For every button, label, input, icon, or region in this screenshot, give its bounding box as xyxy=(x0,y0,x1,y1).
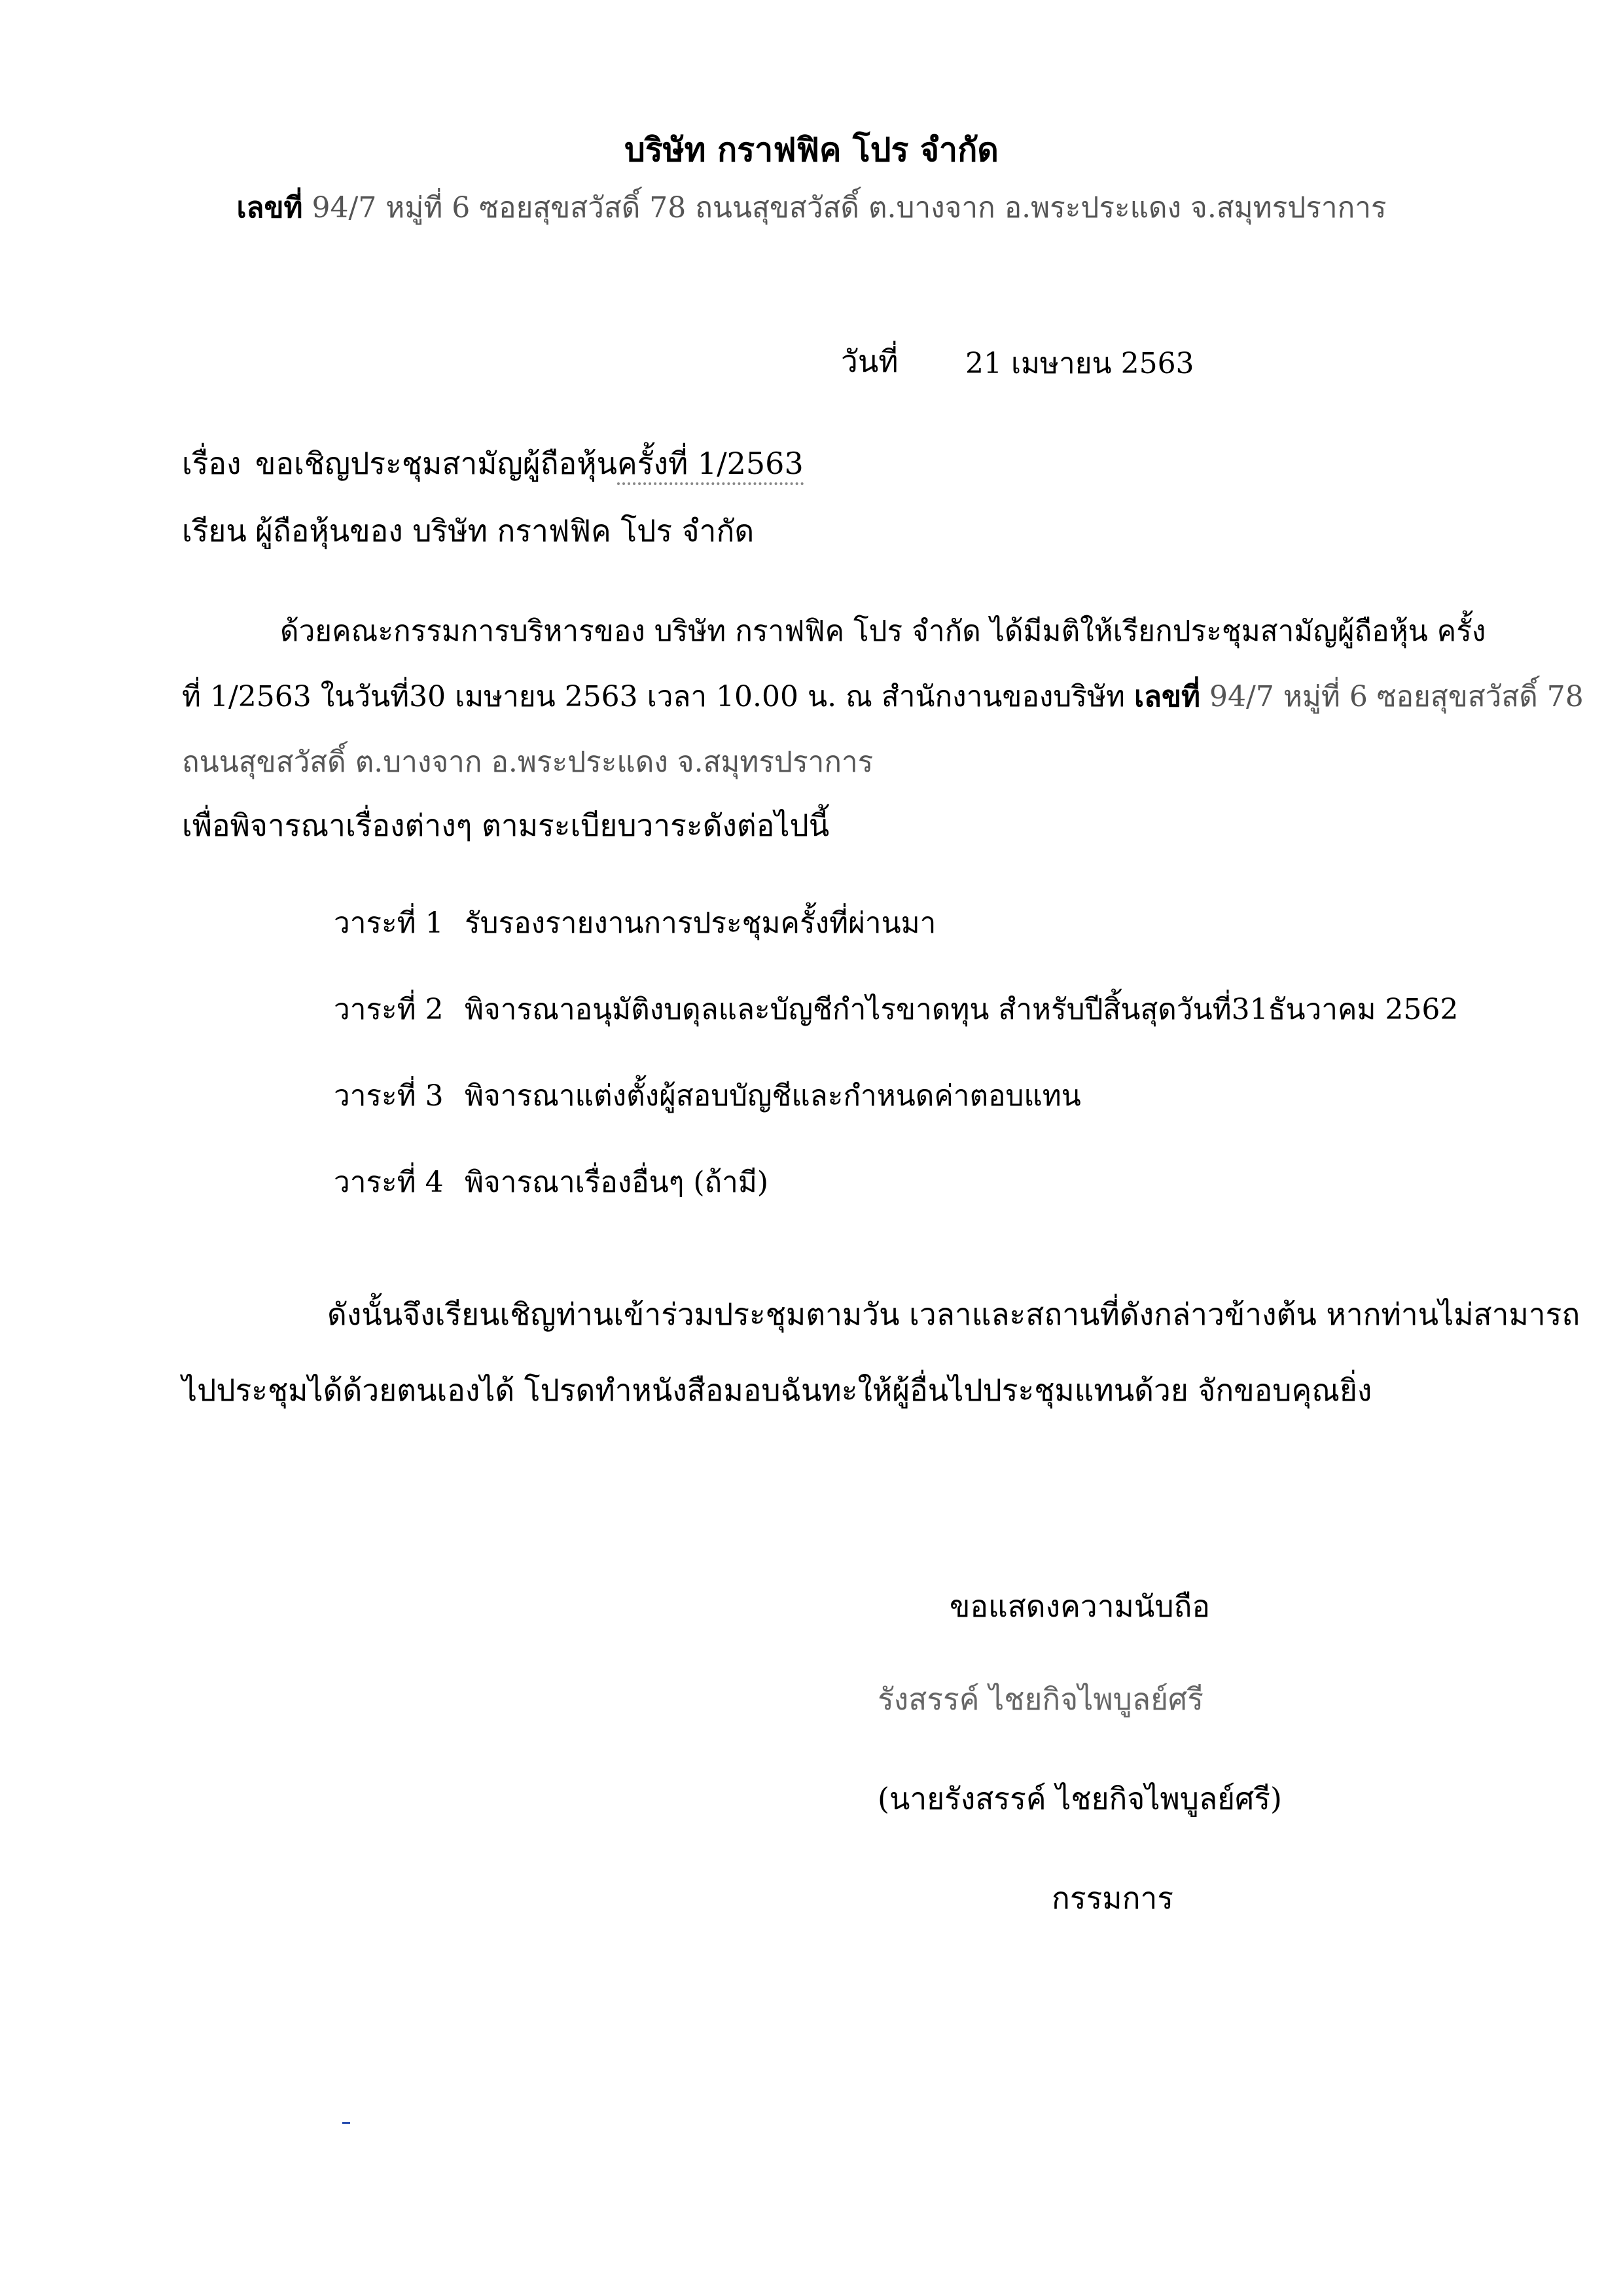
address-label: เลขที่ xyxy=(236,191,303,224)
closing-salutation: ขอแสดงความนับถือ xyxy=(949,1588,1210,1624)
agenda-text: พิจารณาแต่งตั้งผู้สอบบัญชีและกำหนดค่าตอบ… xyxy=(465,1079,1081,1113)
agenda-item: วาระที่ 4 พิจารณาเรื่องอื่นๆ (ถ้ามี) xyxy=(334,1159,1458,1246)
agenda-label: วาระที่ 2 xyxy=(334,993,444,1026)
stray-mark xyxy=(342,2122,350,2124)
address-text: 94/7 หมู่ที่ 6 ซอยสุขสวัสดิ์ 78 ถนนสุขสว… xyxy=(302,191,1387,224)
paragraph-line-part: ที่ 1/2563 ในวันที่30 เมษายน 2563 เวลา 1… xyxy=(182,680,1134,713)
agenda-item: วาระที่ 2 พิจารณาอนุมัติงบดุลและบัญชีกำไร… xyxy=(334,986,1458,1073)
signer-title: กรรมการ xyxy=(1052,1880,1173,1916)
subject-text: ขอเชิญประชุมสามัญผู้ถือหุ้นครั้งที่ 1/25… xyxy=(255,440,804,488)
agenda-text: รับรองรายงานการประชุมครั้งที่ผ่านมา xyxy=(465,906,936,940)
paragraph-line: ถนนสุขสวัสดิ์ ต.บางจาก อ.พระประแดง จ.สมุ… xyxy=(182,745,874,779)
invitation-paragraph: ดังนั้นจึงเรียนเชิญท่านเข้าร่วมประชุมตาม… xyxy=(182,1276,1580,1428)
date-label: วันที่ xyxy=(841,344,899,379)
company-name: บริษัท กราฟฟิค โปร จำกัด xyxy=(624,130,999,169)
paragraph-line-part: 94/7 หมู่ที่ 6 ซอยสุขสวัสดิ์ 78 xyxy=(1200,680,1584,713)
agenda-label: วาระที่ 3 xyxy=(334,1079,444,1113)
agenda-text: พิจารณาอนุมัติงบดุลและบัญชีกำไรขาดทุน สำ… xyxy=(465,993,1459,1026)
agenda-item: วาระที่ 1 รับรองรายงานการประชุมครั้งที่ผ่… xyxy=(334,900,1458,986)
agenda-list: วาระที่ 1 รับรองรายงานการประชุมครั้งที่ผ่… xyxy=(334,900,1458,1246)
company-address: เลขที่ 94/7 หมู่ที่ 6 ซอยสุขสวัสดิ์ 78 ถ… xyxy=(0,185,1623,230)
agenda-intro: เพื่อพิจารณาเรื่องต่างๆ ตามระเบียบวาระดั… xyxy=(182,808,830,843)
agenda-label: วาระที่ 1 xyxy=(334,906,444,940)
recipient-label: เรียน xyxy=(182,513,247,548)
meeting-notice-paragraph: ด้วยคณะกรรมการบริหารของ บริษัท กราฟฟิค โ… xyxy=(182,599,1584,795)
paragraph-line: ด้วยคณะกรรมการบริหารของ บริษัท กราฟฟิค โ… xyxy=(280,615,1486,648)
paragraph-line: ไปประชุมได้ด้วยตนเองได้ โปรดทำหนังสือมอบ… xyxy=(182,1372,1372,1408)
paragraph-line: ที่ 1/2563 ในวันที่30 เมษายน 2563 เวลา 1… xyxy=(182,664,1584,730)
recipient-text: ผู้ถือหุ้นของ บริษัท กราฟฟิค โปร จำกัด xyxy=(255,513,755,548)
signer-name: (นายรังสรรค์ ไชยกิจไพบูลย์ศรี) xyxy=(878,1781,1282,1816)
agenda-item: วาระที่ 3 พิจารณาแต่งตั้งผู้สอบบัญชีและกำ… xyxy=(334,1073,1458,1159)
subject-text-plain: ขอเชิญประชุมสามัญผู้ถือหุ้น xyxy=(255,446,617,481)
signature: รังสรรค์ ไชยกิจไพบูลย์ศรี xyxy=(878,1681,1204,1717)
address-label: เลขที่ xyxy=(1133,680,1201,713)
date-value: 21 เมษายน 2563 xyxy=(965,347,1194,380)
agenda-text: พิจารณาเรื่องอื่นๆ (ถ้ามี) xyxy=(465,1166,769,1199)
subject-text-dotted: ครั้งที่ 1/2563 xyxy=(617,446,804,485)
paragraph-line: ดังนั้นจึงเรียนเชิญท่านเข้าร่วมประชุมตาม… xyxy=(327,1297,1580,1332)
agenda-label: วาระที่ 4 xyxy=(334,1166,444,1199)
subject-label: เรื่อง xyxy=(182,446,241,481)
